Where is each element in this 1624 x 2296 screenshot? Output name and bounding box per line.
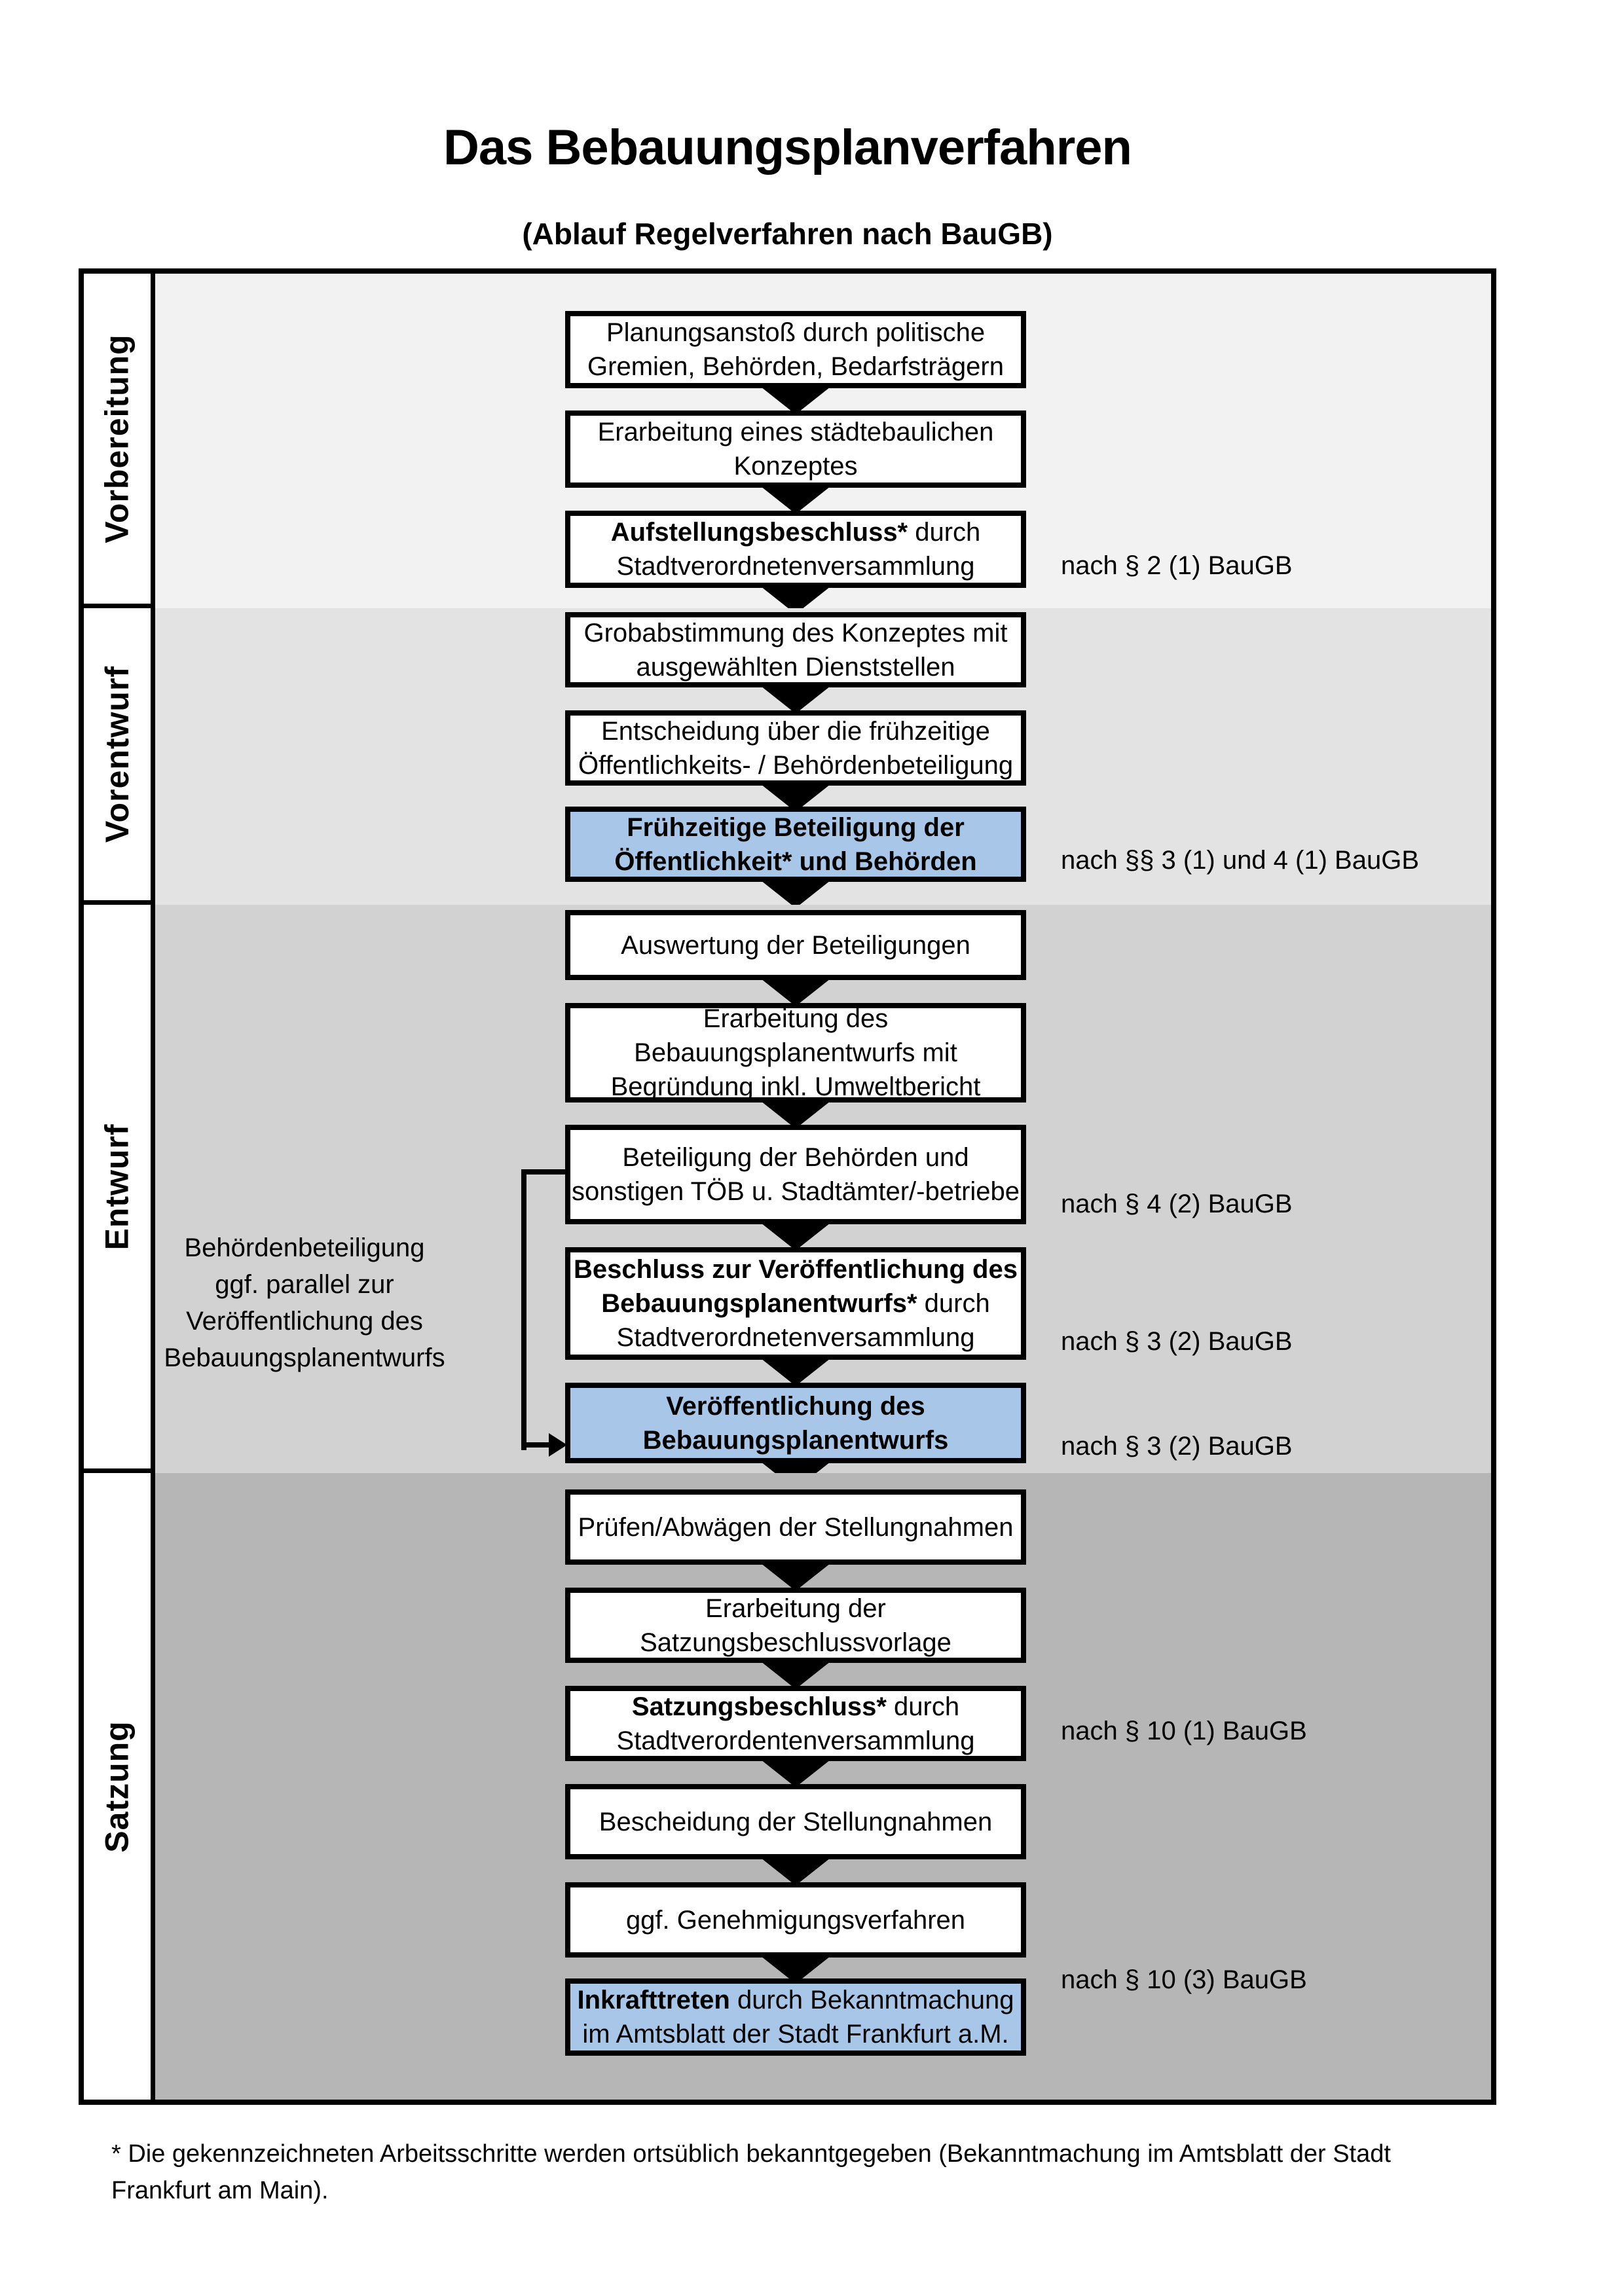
- down-arrow-icon: [758, 1099, 834, 1129]
- legal-ref: nach §§ 3 (1) und 4 (1) BauGB: [1061, 846, 1419, 875]
- connector-line-vertical: [521, 1169, 526, 1450]
- process-box-line: Stadtverordnetenversammlung: [616, 552, 975, 581]
- side-note-line: ggf. parallel zur: [215, 1270, 394, 1299]
- legal-ref: nach § 10 (3) BauGB: [1061, 1965, 1307, 1994]
- page-title: Das Bebauungsplanverfahren: [443, 120, 1132, 175]
- legal-ref: nach § 4 (2) BauGB: [1061, 1190, 1293, 1218]
- phase-label-text: Vorbereitung: [99, 334, 136, 543]
- process-box-grobabstimmung: Grobabstimmung des Konzeptes mit ausgewäh…: [565, 612, 1026, 687]
- flowchart-frame: [79, 268, 1496, 2105]
- process-box-auswertung-beteiligungen: Auswertung der Beteiligungen: [565, 910, 1026, 980]
- down-arrow-icon: [758, 1659, 834, 1689]
- process-box-behoerden-beteiligung: Beteiligung der Behörden und sonstigen TÖ…: [565, 1125, 1026, 1224]
- down-arrow-icon: [758, 1561, 834, 1591]
- down-arrow-icon: [758, 1220, 834, 1250]
- connector-line-bottom: [521, 1442, 550, 1448]
- down-arrow-icon: [758, 384, 834, 414]
- process-box-bescheidung: Bescheidung der Stellungnahmen: [565, 1784, 1026, 1859]
- down-arrow-icon: [758, 1757, 834, 1787]
- process-box-line: Bebauungsplanentwurfs* durch: [601, 1289, 990, 1318]
- process-box-line: Konzeptes: [733, 452, 858, 481]
- phase-label-entwurf: Entwurf: [84, 905, 155, 1473]
- process-box-line: Öffentlichkeit* und Behörden: [614, 847, 977, 876]
- phase-label-satzung: Satzung: [84, 1473, 155, 2100]
- side-note-line: Bebauungsplanentwurfs: [164, 1343, 445, 1372]
- process-box-line: Bescheidung der Stellungnahmen: [599, 1807, 993, 1836]
- process-box-line: Entscheidung über die frühzeitige: [601, 716, 990, 746]
- down-arrow-icon: [758, 484, 834, 514]
- process-box-line: Beschluss zur Veröffentlichung des: [574, 1255, 1018, 1284]
- process-box-line: Planungsanstoß durch politische: [606, 318, 986, 347]
- process-box-inkrafttreten: Inkrafttreten durch Bekanntmachung im Amt…: [565, 1978, 1026, 2056]
- process-box-line: ausgewählten Dienststellen: [636, 652, 955, 682]
- down-arrow-icon: [758, 976, 834, 1006]
- process-box-line: Bebauungsplanentwurfs: [642, 1425, 949, 1455]
- legal-ref: nach § 10 (1) BauGB: [1061, 1717, 1307, 1745]
- legal-ref: nach § 2 (1) BauGB: [1061, 551, 1293, 580]
- process-box-line: Frühzeitige Beteiligung der: [627, 812, 965, 842]
- process-box-line: Prüfen/Abwägen der Stellungnahmen: [578, 1512, 1014, 1542]
- connector-line-top: [524, 1169, 568, 1175]
- phase-label-text: Vorentwurf: [99, 665, 136, 843]
- process-box-line: Auswertung der Beteiligungen: [621, 930, 970, 960]
- process-box-line: Beteiligung der Behörden und: [622, 1143, 969, 1172]
- process-box-line: im Amtsblatt der Stadt Frankfurt a.M.: [582, 2020, 1009, 2049]
- process-box-line: Grobabstimmung des Konzeptes mit: [583, 618, 1008, 647]
- process-box-line: Erarbeitung eines städtebaulichen: [597, 418, 994, 446]
- process-box-line: Veröffentlichung des: [666, 1391, 925, 1421]
- side-note-line: Behördenbeteiligung: [184, 1233, 425, 1262]
- down-arrow-icon: [758, 1855, 834, 1886]
- process-box-line: Satzungsbeschlussvorlage: [640, 1628, 951, 1657]
- process-box-line: Stadtverordnetenversammlung: [616, 1323, 975, 1352]
- process-box-line: Gremien, Behörden, Bedarfsträgern: [587, 352, 1004, 381]
- process-box-line: Satzungsbeschluss* durch: [631, 1692, 960, 1721]
- page-subtitle: (Ablauf Regelverfahren nach BauGB): [522, 217, 1053, 251]
- process-box-line: Öffentlichkeits- / Behördenbeteiligung: [578, 750, 1014, 780]
- process-box-genehmigungsverfahren: ggf. Genehmigungsverfahren: [565, 1882, 1026, 1958]
- process-box-line: Erarbeitung des: [703, 1004, 889, 1033]
- footnote-line: Frankfurt am Main).: [111, 2177, 329, 2204]
- process-box-line: sonstigen TÖB u. Stadtämter/-betriebe: [571, 1177, 1020, 1206]
- connector-arrow-icon: [549, 1433, 567, 1457]
- phase-label-text: Satzung: [99, 1720, 136, 1853]
- down-arrow-icon: [758, 683, 834, 714]
- process-box-line: Erarbeitung der: [705, 1594, 886, 1623]
- process-box-line: Inkrafttreten durch Bekanntmachung: [577, 1986, 1014, 2014]
- process-box-line: Aufstellungsbeschluss* durch: [610, 518, 981, 547]
- footnote-line: * Die gekennzeichneten Arbeitsschritte w…: [111, 2140, 1391, 2168]
- process-box-line: Stadtverordentenversammlung: [616, 1726, 975, 1755]
- process-box-line: Begründung inkl. Umweltbericht: [610, 1072, 981, 1101]
- process-box-line: Bebauungsplanentwurfs mit: [634, 1038, 957, 1067]
- footnote: * Die gekennzeichneten Arbeitsschritte w…: [111, 2136, 1513, 2209]
- phase-label-text: Entwurf: [99, 1123, 136, 1250]
- down-arrow-icon: [758, 1356, 834, 1386]
- phase-label-vorbereitung: Vorbereitung: [84, 274, 155, 608]
- legal-ref: nach § 3 (2) BauGB: [1061, 1432, 1293, 1461]
- process-box-line: ggf. Genehmigungsverfahren: [625, 1905, 966, 1935]
- process-box-pruefen-abwaegen: Prüfen/Abwägen der Stellungnahmen: [565, 1489, 1026, 1565]
- phase-label-vorentwurf: Vorentwurf: [84, 608, 155, 905]
- side-note-line: Veröffentlichung des: [186, 1307, 423, 1336]
- legal-ref: nach § 3 (2) BauGB: [1061, 1327, 1293, 1356]
- down-arrow-icon: [758, 878, 834, 908]
